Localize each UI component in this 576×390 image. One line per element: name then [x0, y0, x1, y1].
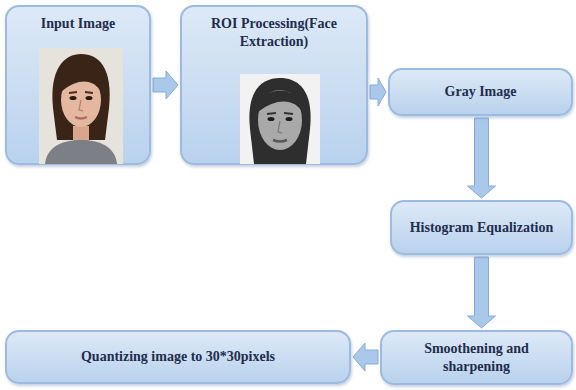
face-photo-gray [240, 74, 320, 164]
step-label: Quantizing image to 30*30pixels [81, 348, 275, 366]
block-arrow [353, 343, 378, 371]
process-box: Gray Image [388, 68, 573, 116]
step-label: ROI Processing(Face Extraction) [192, 15, 356, 50]
face-photo-color [39, 48, 123, 164]
step-label: Input Image [41, 15, 115, 33]
block-arrow [468, 118, 496, 198]
block-arrow [153, 71, 178, 99]
process-box: Quantizing image to 30*30pixels [5, 330, 351, 384]
process-box: Smoothening and sharpening [380, 330, 573, 385]
step-label: Smoothening and sharpening [392, 340, 561, 375]
step-label: Gray Image [445, 83, 517, 101]
process-box: Histogram Equalization [390, 200, 573, 255]
step-label: Histogram Equalization [410, 219, 554, 237]
block-arrow [468, 257, 496, 328]
block-arrow [370, 78, 386, 106]
